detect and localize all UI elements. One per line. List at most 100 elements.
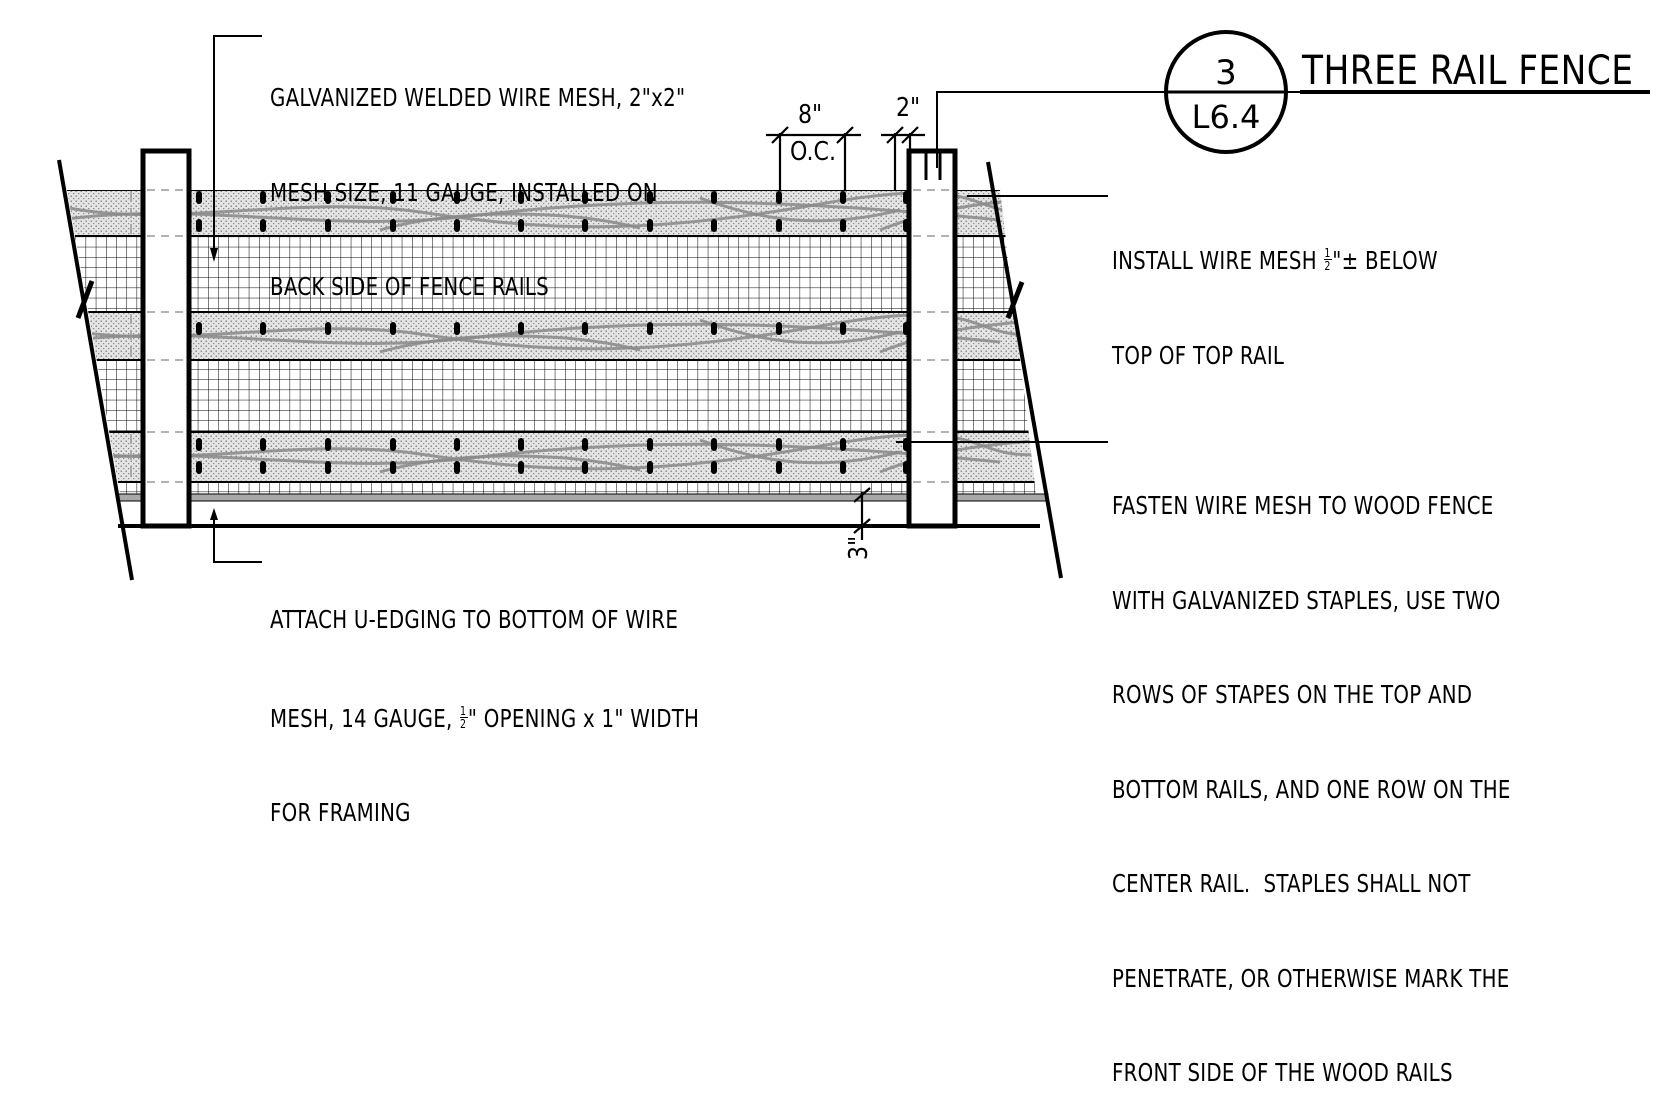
wood-grain bbox=[699, 196, 901, 223]
staple bbox=[454, 438, 460, 451]
note-text: INSTALL WIRE MESH bbox=[1112, 246, 1324, 275]
staple bbox=[647, 322, 653, 335]
arrowheads bbox=[210, 248, 218, 520]
staple bbox=[647, 461, 653, 474]
staple bbox=[325, 461, 331, 474]
staple bbox=[903, 438, 909, 451]
staple bbox=[647, 191, 653, 204]
fence-rails bbox=[67, 190, 1040, 483]
staple bbox=[903, 219, 909, 232]
staple bbox=[647, 219, 653, 232]
staple bbox=[260, 461, 266, 474]
staple bbox=[454, 191, 460, 204]
staple bbox=[776, 219, 782, 232]
staple bbox=[325, 219, 331, 232]
staple bbox=[260, 191, 266, 204]
note-line: GALVANIZED WELDED WIRE MESH, 2"x2" bbox=[270, 83, 686, 112]
staple bbox=[390, 438, 396, 451]
dim-staple-spacing: 8" bbox=[798, 100, 823, 130]
staple bbox=[776, 191, 782, 204]
wood-grain bbox=[67, 433, 1040, 471]
fence-posts bbox=[140, 148, 958, 529]
note-line: BACK SIDE OF FENCE RAILS bbox=[270, 272, 549, 301]
staple bbox=[711, 219, 717, 232]
staple bbox=[840, 219, 846, 232]
break-lines bbox=[57, 159, 1063, 581]
note-text: " OPENING x 1" WIDTH bbox=[467, 703, 700, 733]
staple bbox=[325, 191, 331, 204]
note-text: "± BELOW bbox=[1332, 246, 1438, 275]
note-line: TOP OF TOP RAIL bbox=[1112, 340, 1285, 370]
detail-number: 3 bbox=[1215, 53, 1237, 93]
staple bbox=[518, 191, 524, 204]
staple bbox=[582, 191, 588, 204]
staple bbox=[647, 438, 653, 451]
staple bbox=[582, 461, 588, 474]
staple bbox=[454, 322, 460, 335]
wood-grain bbox=[379, 334, 641, 354]
staple bbox=[711, 438, 717, 451]
sheet-reference: L6.4 bbox=[1192, 98, 1261, 136]
staple bbox=[390, 191, 396, 204]
staple bbox=[390, 322, 396, 335]
staple bbox=[840, 438, 846, 451]
note-line: FOR FRAMING bbox=[270, 798, 411, 827]
wood-grain bbox=[67, 313, 1040, 351]
staple bbox=[776, 438, 782, 451]
wood-grain bbox=[699, 438, 901, 465]
staple bbox=[840, 191, 846, 204]
note-text: MESH, 14 GAUGE, bbox=[270, 703, 460, 733]
staple bbox=[260, 219, 266, 232]
staple bbox=[454, 219, 460, 232]
note-line: CENTER RAIL. STAPLES SHALL NOT bbox=[1112, 869, 1471, 898]
note-line: WITH GALVANIZED STAPLES, USE TWO bbox=[1112, 585, 1501, 615]
note-line: ROWS OF STAPES ON THE TOP AND bbox=[1112, 680, 1473, 709]
staple bbox=[518, 219, 524, 232]
staple bbox=[196, 322, 202, 335]
staple bbox=[518, 322, 524, 335]
note-line: FRONT SIDE OF THE WOOD RAILS bbox=[1112, 1058, 1453, 1087]
staple bbox=[711, 322, 717, 335]
detail-callout: 3 L6.4 bbox=[1164, 30, 1650, 154]
dim-edge-offset: 2" bbox=[896, 93, 921, 123]
wood-grain bbox=[67, 191, 1040, 229]
post bbox=[140, 148, 192, 529]
staple bbox=[582, 322, 588, 335]
dim-bottom-clearance: 3" bbox=[844, 535, 874, 560]
staple bbox=[840, 461, 846, 474]
wood-grain bbox=[379, 454, 641, 474]
wood-grain bbox=[699, 318, 901, 345]
staple bbox=[711, 191, 717, 204]
note-line: PENETRATE, OR OTHERWISE MARK THE bbox=[1112, 963, 1510, 993]
staple bbox=[325, 322, 331, 335]
wood-grain bbox=[379, 212, 641, 232]
staple bbox=[196, 191, 202, 204]
staple bbox=[711, 461, 717, 474]
note-fasten-staples: FASTEN WIRE MESH TO WOOD FENCE WITH GALV… bbox=[1112, 427, 1511, 1120]
staple bbox=[582, 219, 588, 232]
staple bbox=[196, 219, 202, 232]
post bbox=[906, 148, 958, 529]
staple bbox=[390, 461, 396, 474]
staple bbox=[903, 461, 909, 474]
staple bbox=[196, 461, 202, 474]
staple bbox=[260, 438, 266, 451]
note-line: BOTTOM RAILS, AND ONE ROW ON THE bbox=[1112, 774, 1511, 804]
dimension-lines bbox=[766, 126, 925, 540]
fence-detail-drawing: 3 L6.4 bbox=[57, 30, 1650, 581]
note-wire-mesh: GALVANIZED WELDED WIRE MESH, 2"x2" MESH … bbox=[270, 19, 685, 334]
staple bbox=[390, 219, 396, 232]
note-line: ATTACH U-EDGING TO BOTTOM OF WIRE bbox=[270, 605, 679, 634]
staple bbox=[518, 461, 524, 474]
staple bbox=[260, 322, 266, 335]
rail bbox=[67, 190, 1040, 237]
note-line: MESH SIZE, 11 GAUGE, INSTALLED ON bbox=[270, 177, 658, 207]
note-line: FASTEN WIRE MESH TO WOOD FENCE bbox=[1112, 491, 1494, 520]
note-u-edging: ATTACH U-EDGING TO BOTTOM OF WIRE MESH, … bbox=[270, 541, 699, 860]
staple bbox=[582, 438, 588, 451]
staple bbox=[776, 461, 782, 474]
staple bbox=[518, 438, 524, 451]
